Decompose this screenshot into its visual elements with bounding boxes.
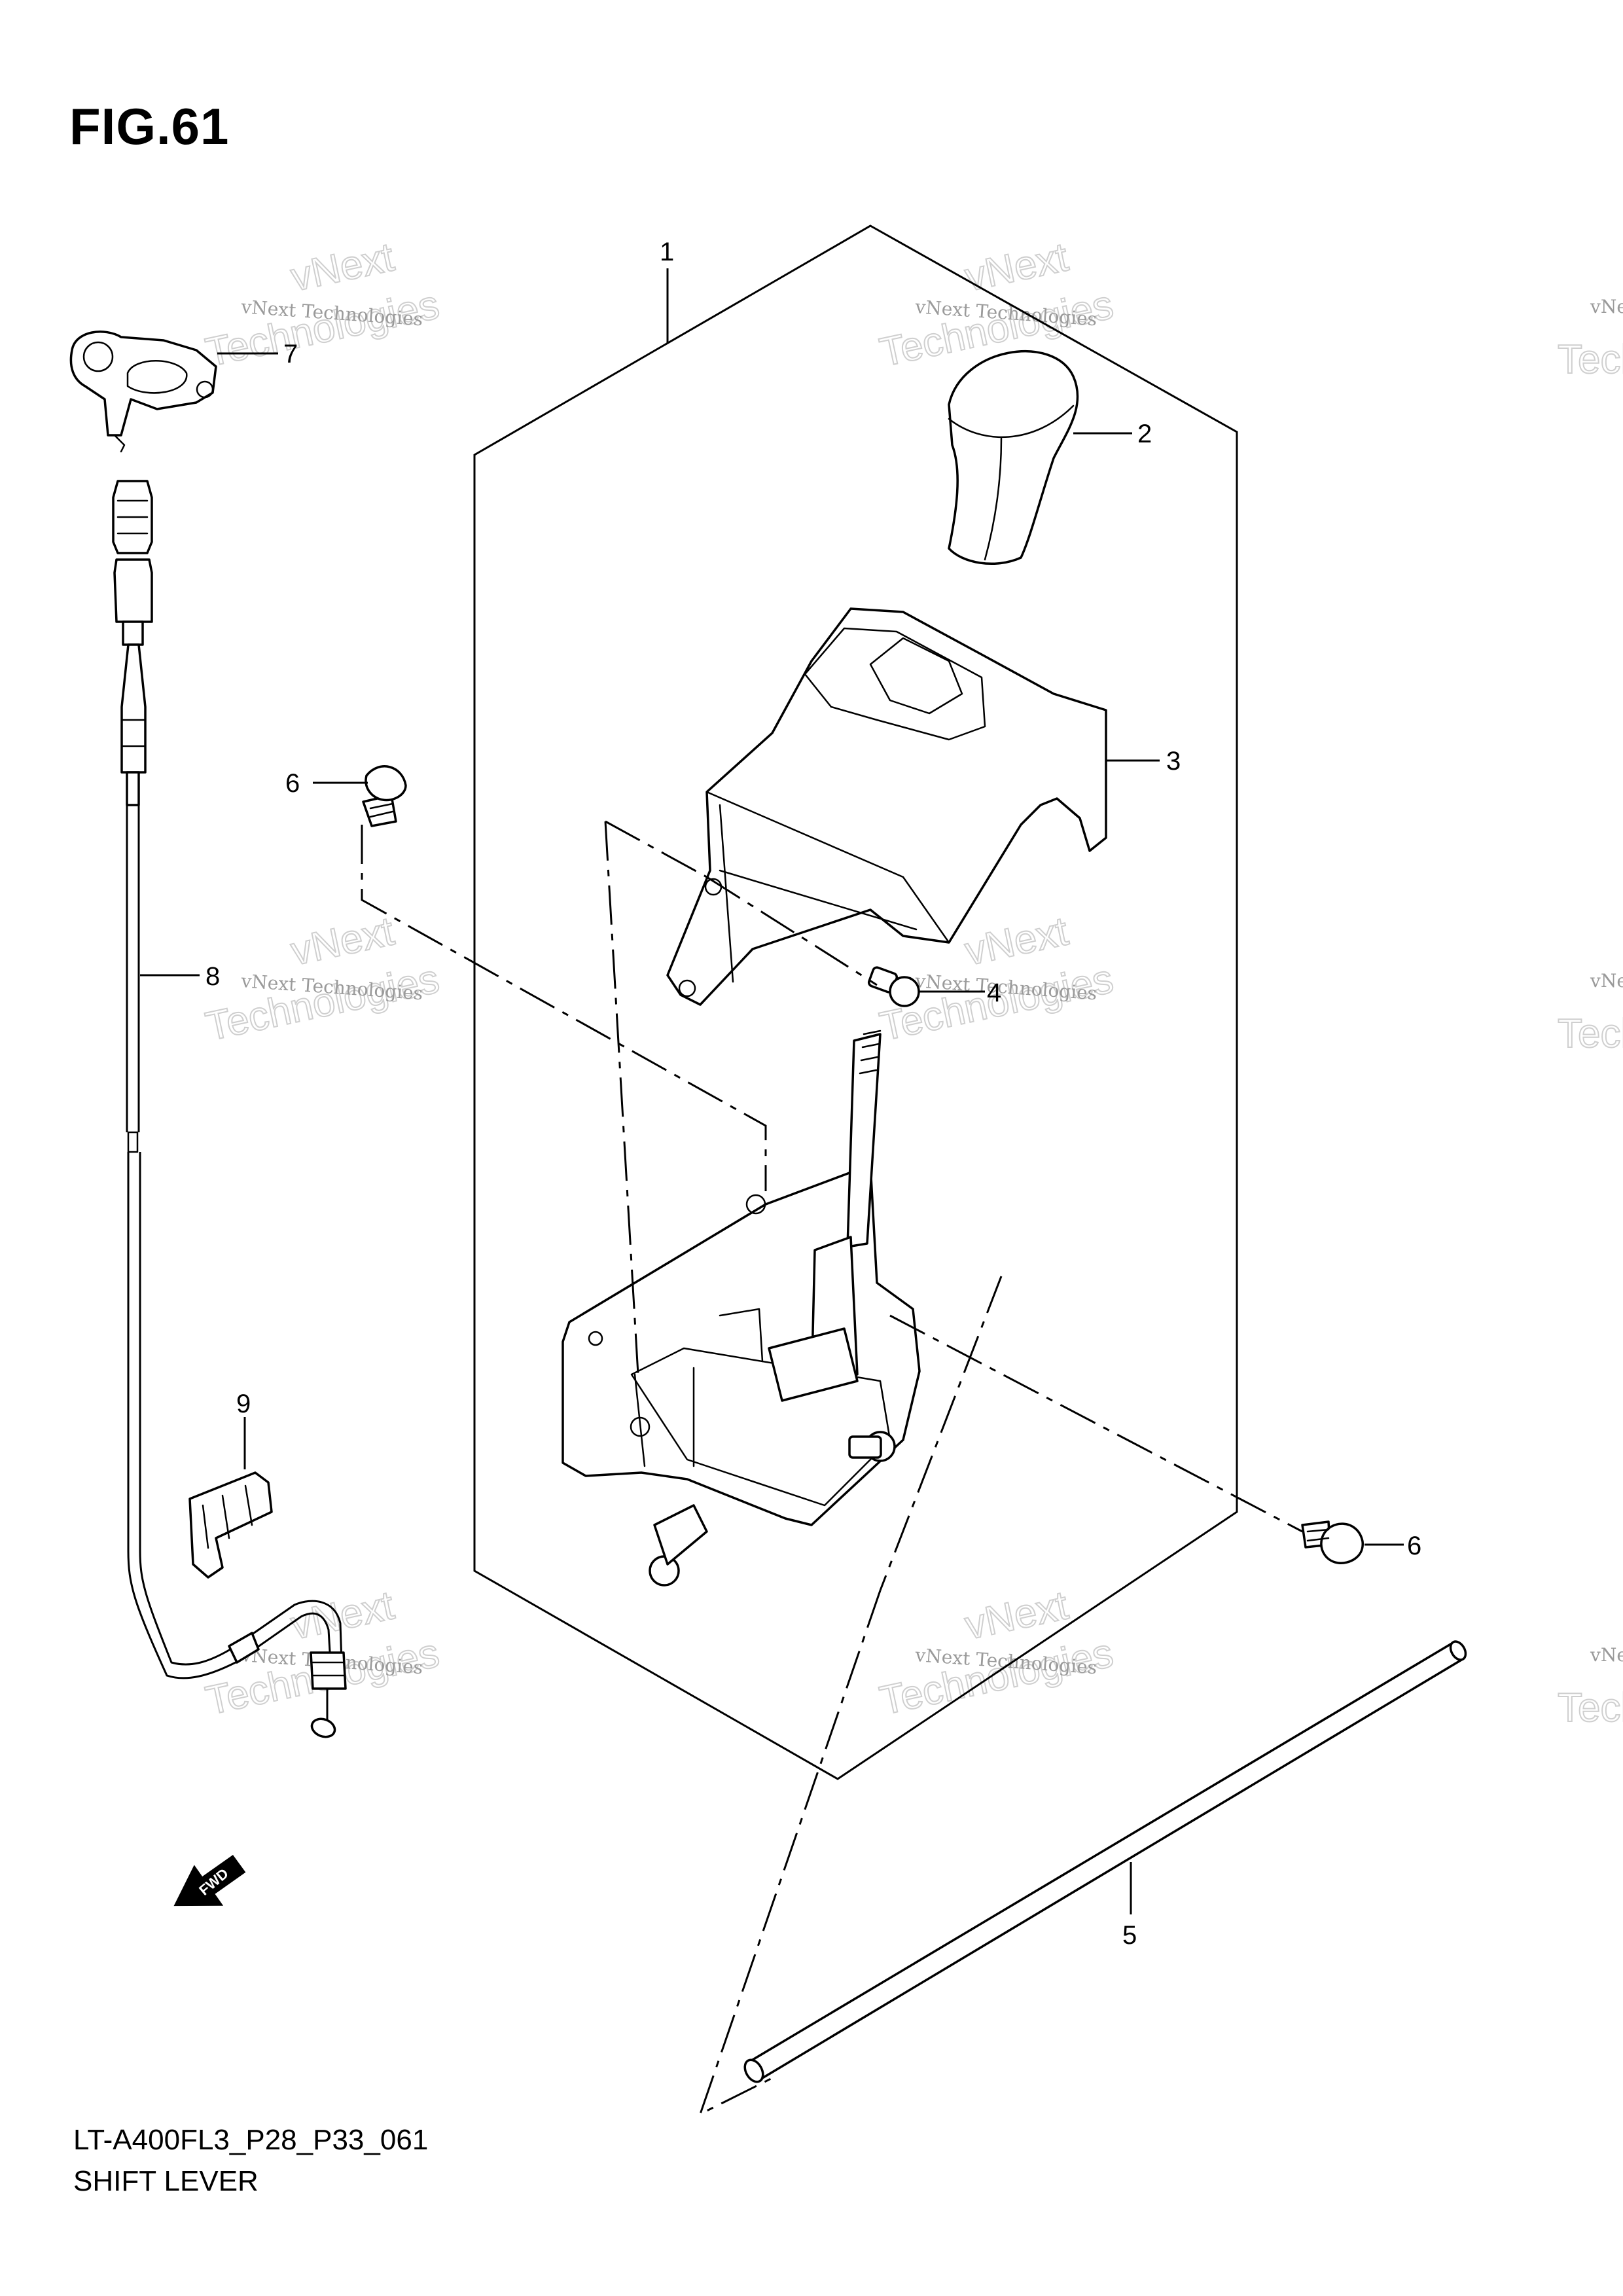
diagram-code: LT-A400FL3_P28_P33_061	[73, 2124, 429, 2156]
figure-title: FIG.61	[69, 98, 230, 155]
svg-text:vNext: vNext	[961, 234, 1072, 300]
cable-clip-9	[188, 1471, 273, 1579]
svg-text:vNext: vNext	[961, 908, 1072, 974]
svg-text:vNext Technologies: vNext Technologies	[1590, 296, 1623, 317]
svg-text:Technologies: Technologies	[1558, 1011, 1623, 1056]
guide-line-bolt-6-lower	[889, 1314, 1303, 1533]
shift-lever-bracket	[562, 1030, 921, 1587]
svg-text:vNext: vNext	[961, 1583, 1072, 1648]
callout-8: 8	[205, 962, 220, 991]
watermark-low-right: vNext Technologies vNext Technologies	[876, 1582, 1118, 1724]
forward-arrow-icon: FWD	[173, 1854, 246, 1907]
svg-text:vNext: vNext	[287, 234, 398, 300]
guide-line-bolt-4	[706, 876, 878, 986]
guide-line-cover-left	[604, 821, 639, 1375]
diagram-name: SHIFT LEVER	[73, 2165, 259, 2197]
assembly-outline	[473, 224, 1238, 1780]
svg-text:Technologies: Technologies	[1558, 337, 1623, 382]
shift-cable-8	[112, 480, 347, 1738]
watermark-top-right: vNext Technologies vNext Technologies	[876, 234, 1118, 376]
guide-line-cover-to-bracket	[605, 820, 707, 878]
guide-line-tube-left	[879, 1276, 1003, 1591]
watermark-edge-right: vNext Technologies vNext Technologies vN…	[1557, 296, 1623, 1731]
bolt-6-upper	[362, 765, 407, 827]
svg-text:Technologies: Technologies	[1558, 1685, 1623, 1731]
callout-2: 2	[1137, 420, 1152, 448]
shift-knob	[948, 350, 1079, 565]
shift-rod-tube	[743, 1640, 1467, 2083]
callout-1: 1	[660, 238, 674, 266]
callout-6-upper: 6	[285, 769, 300, 798]
callout-9: 9	[236, 1390, 251, 1418]
bolt-4	[867, 966, 920, 1007]
callout-6-lower: 6	[1407, 1532, 1421, 1560]
callout-3: 3	[1166, 747, 1181, 776]
shift-lever-cover	[666, 607, 1107, 1006]
svg-text:vNext Technologies: vNext Technologies	[1590, 1644, 1623, 1666]
cable-clamp-7	[69, 331, 217, 453]
svg-text:vNext Technologies: vNext Technologies	[1590, 970, 1623, 992]
callout-4: 4	[987, 978, 1001, 1007]
callout-7: 7	[283, 340, 298, 368]
svg-text:vNext: vNext	[287, 908, 398, 974]
callout-5: 5	[1122, 1921, 1137, 1950]
guide-line-bolt-6-upper	[361, 825, 767, 1191]
bolt-6-lower	[1301, 1520, 1364, 1564]
watermark-mid-left: vNext Technologies vNext Technologies	[202, 908, 444, 1050]
guide-line-tube	[698, 1590, 882, 2116]
